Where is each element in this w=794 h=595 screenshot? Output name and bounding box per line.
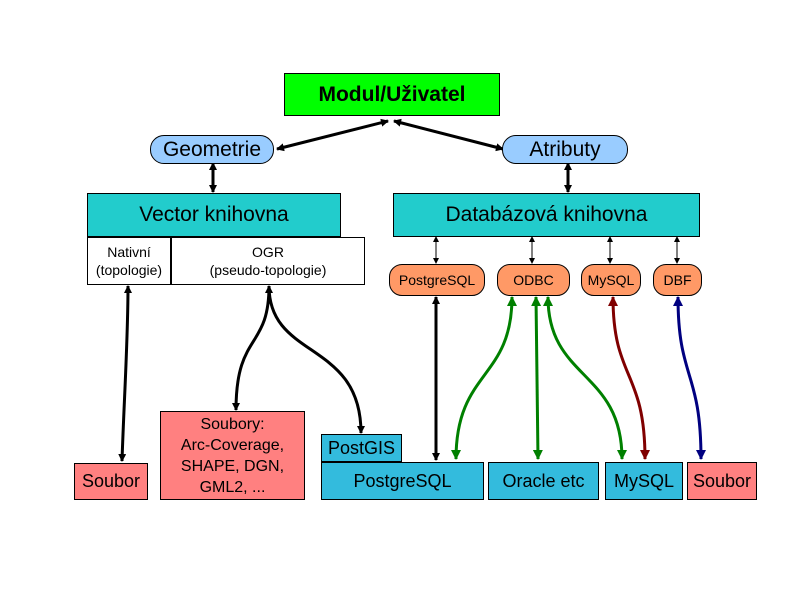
node-mysql-driver-label: MySQL — [587, 272, 635, 288]
node-mysql-db-label: MySQL — [613, 470, 674, 491]
node-ogr: OGR (pseudo-topologie) — [171, 237, 365, 285]
node-postgis-label: PostGIS — [327, 437, 396, 458]
node-soubory-line4: GML2, ... — [199, 478, 266, 496]
arrow-dbf-soubor — [673, 296, 706, 460]
arrow-mysqldrv-mysqldb — [608, 296, 650, 460]
node-postgresql-db: PostgreSQL — [321, 462, 484, 500]
node-databazova-label: Databázová knihovna — [445, 203, 648, 226]
node-soubor-right-label: Soubor — [692, 470, 752, 491]
node-soubory: Soubory: Arc-Coverage, SHAPE, DGN, GML2,… — [160, 411, 305, 500]
node-postgis: PostGIS — [321, 434, 402, 462]
node-geometrie: Geometrie — [150, 135, 274, 164]
node-geometrie-label: Geometrie — [162, 137, 262, 161]
arrow-ogr-soubory — [232, 285, 273, 411]
node-modul: Modul/Uživatel — [284, 73, 500, 116]
node-atributy: Atributy — [502, 135, 628, 164]
node-dbf-driver: DBF — [653, 264, 702, 296]
node-dbf-driver-label: DBF — [663, 272, 692, 288]
node-soubory-line3: SHAPE, DGN, — [180, 457, 285, 475]
arrow-odbc-oracle — [531, 296, 543, 460]
node-oracle-label: Oracle etc — [502, 470, 585, 491]
node-ogr-line2: (pseudo-topologie) — [209, 262, 327, 278]
node-soubor-right: Soubor — [687, 462, 757, 500]
node-odbc-driver: ODBC — [497, 264, 570, 296]
node-ogr-line1: OGR — [252, 244, 284, 260]
node-atributy-label: Atributy — [529, 137, 601, 161]
node-nativni-line2: (topologie) — [95, 262, 163, 278]
node-odbc-driver-label: ODBC — [513, 272, 554, 288]
arrow-odbc-postgresql — [451, 296, 517, 460]
node-nativni: Nativní (topologie) — [87, 237, 171, 285]
node-soubory-line1: Soubory: — [200, 415, 265, 433]
arrow-modul-atributy — [393, 118, 504, 152]
node-postgresql-db-label: PostgreSQL — [353, 470, 452, 491]
node-mysql-driver: MySQL — [581, 264, 641, 296]
node-oracle: Oracle etc — [488, 462, 599, 500]
node-soubor-left-label: Soubor — [81, 471, 141, 491]
arrow-ogr-postgis — [267, 285, 365, 434]
node-mysql-db: MySQL — [605, 462, 683, 500]
node-soubory-line2: Arc-Coverage, — [180, 436, 285, 454]
node-vector-label: Vector knihovna — [139, 203, 289, 226]
arrow-nativni-soubor — [118, 285, 132, 462]
node-soubor-left: Soubor — [74, 463, 148, 500]
node-databazova-knihovna: Databázová knihovna — [393, 193, 700, 237]
arrow-modul-geometrie — [276, 118, 389, 152]
arrow-odbc-mysql — [543, 296, 627, 460]
node-postgresql-driver-label: PostgreSQL — [398, 272, 476, 288]
node-vector-knihovna: Vector knihovna — [87, 193, 341, 237]
node-nativni-line1: Nativní — [107, 244, 151, 260]
node-postgresql-driver: PostgreSQL — [389, 264, 485, 296]
node-modul-label: Modul/Uživatel — [318, 82, 466, 106]
